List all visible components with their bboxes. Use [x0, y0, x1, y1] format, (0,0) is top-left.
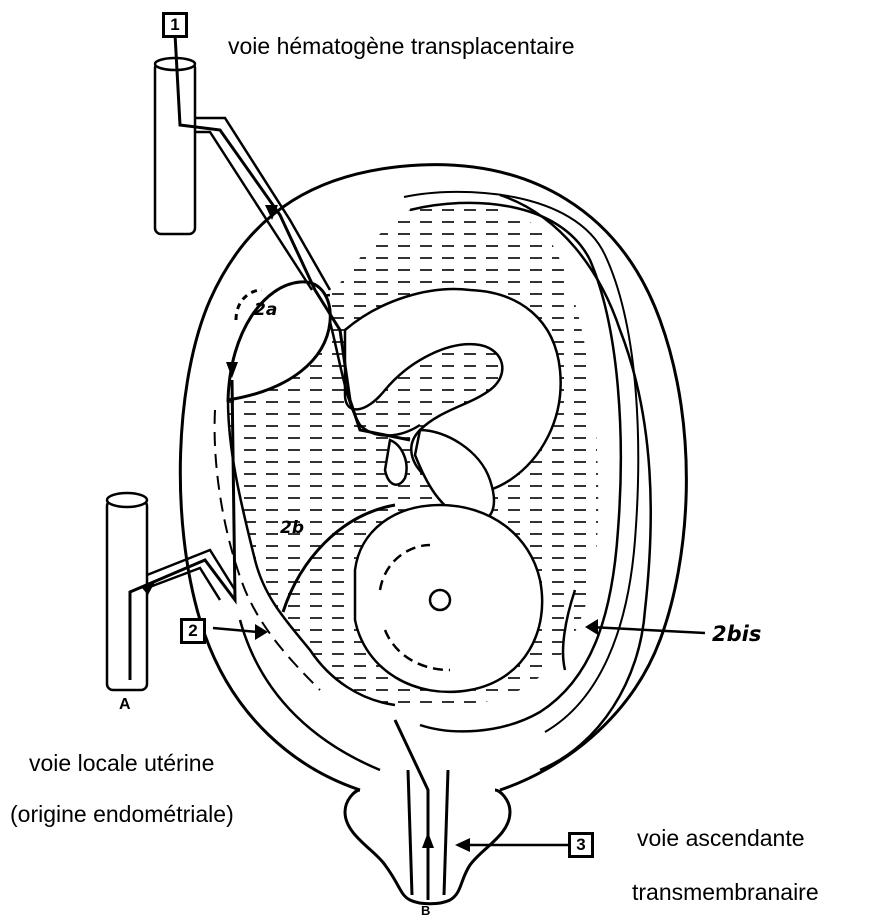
maternal-vessel-top	[155, 58, 330, 290]
route1-label: voie hématogène transplacentaire	[228, 33, 575, 60]
route3-label-line2: transmembranaire	[632, 879, 819, 906]
route2-label-line2: (origine endométriale)	[10, 801, 234, 828]
point-a-label: A	[119, 696, 131, 714]
route1-box: 1	[162, 12, 188, 38]
route2a-label: 2a	[254, 300, 277, 320]
route3-label-line1: voie ascendante	[637, 825, 805, 852]
route2bis-label: 2bis	[712, 622, 761, 646]
route3-box: 3	[568, 832, 594, 858]
route2b-label: 2b	[280, 518, 304, 538]
route2-label-line1: voie locale utérine	[29, 750, 214, 777]
route2-box: 2	[180, 618, 206, 644]
point-b-label: B	[421, 903, 430, 918]
route2-arrow	[213, 628, 258, 632]
route2bis-arrow	[590, 627, 705, 633]
